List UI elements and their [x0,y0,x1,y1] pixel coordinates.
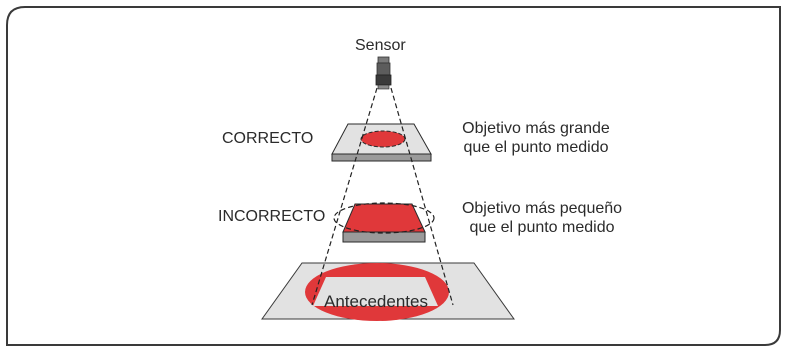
correct-target [331,123,432,162]
background-label: Antecedentes [324,292,428,311]
incorrect-target [333,202,435,243]
correct-note-line1: Objetivo más grande [462,120,610,137]
background-plate [261,262,515,321]
incorrect-note-line1: Objetivo más pequeño [461,200,623,217]
correct-label: CORRECTO [222,130,314,147]
beam-cone [311,87,454,306]
correct-note-line2: que el punto medido [463,139,609,156]
incorrect-label: INCORRECTO [218,208,326,225]
sensor-icon [375,56,392,90]
sensor-label: Sensor [355,37,406,54]
incorrect-note: Objetivo más pequeño que el punto medido [447,199,637,237]
panel-frame [6,6,781,346]
incorrect-note-line2: que el punto medido [469,219,615,236]
correct-spot [360,130,406,148]
incorrect-spot-outline [333,202,435,234]
correct-note: Objetivo más grande que el punto medido [450,119,622,157]
